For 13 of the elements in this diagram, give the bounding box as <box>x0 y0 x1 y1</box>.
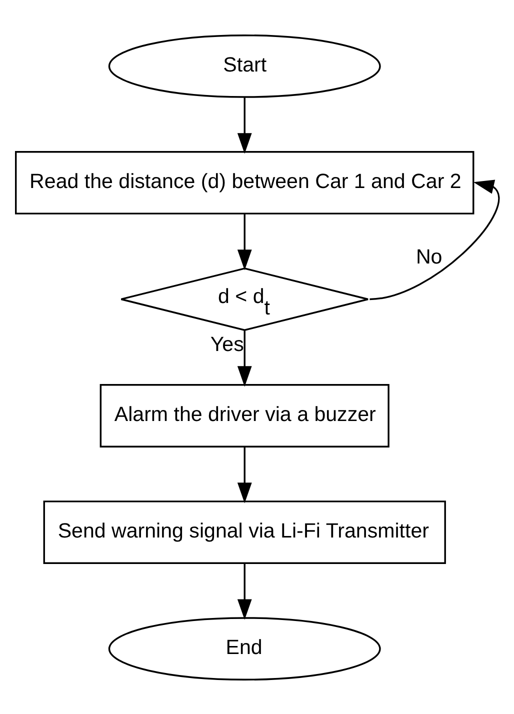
arrow <box>236 446 252 503</box>
arrow <box>369 179 499 300</box>
arrow <box>236 330 252 386</box>
edge-label: No <box>415 245 442 268</box>
edge-label: Yes <box>210 332 244 356</box>
node-box: Alarm the driver via a buzzer <box>99 384 389 447</box>
arrow <box>236 214 252 270</box>
node-box: Send warning signal via Li-Fi Transmitter <box>42 500 446 564</box>
node-box: Read the distance (d) between Car 1 and Car 2 <box>14 150 474 214</box>
arrow <box>236 97 252 154</box>
node-ellipse: End <box>108 616 380 680</box>
arrow <box>236 563 252 620</box>
node-ellipse: Start <box>108 34 380 98</box>
